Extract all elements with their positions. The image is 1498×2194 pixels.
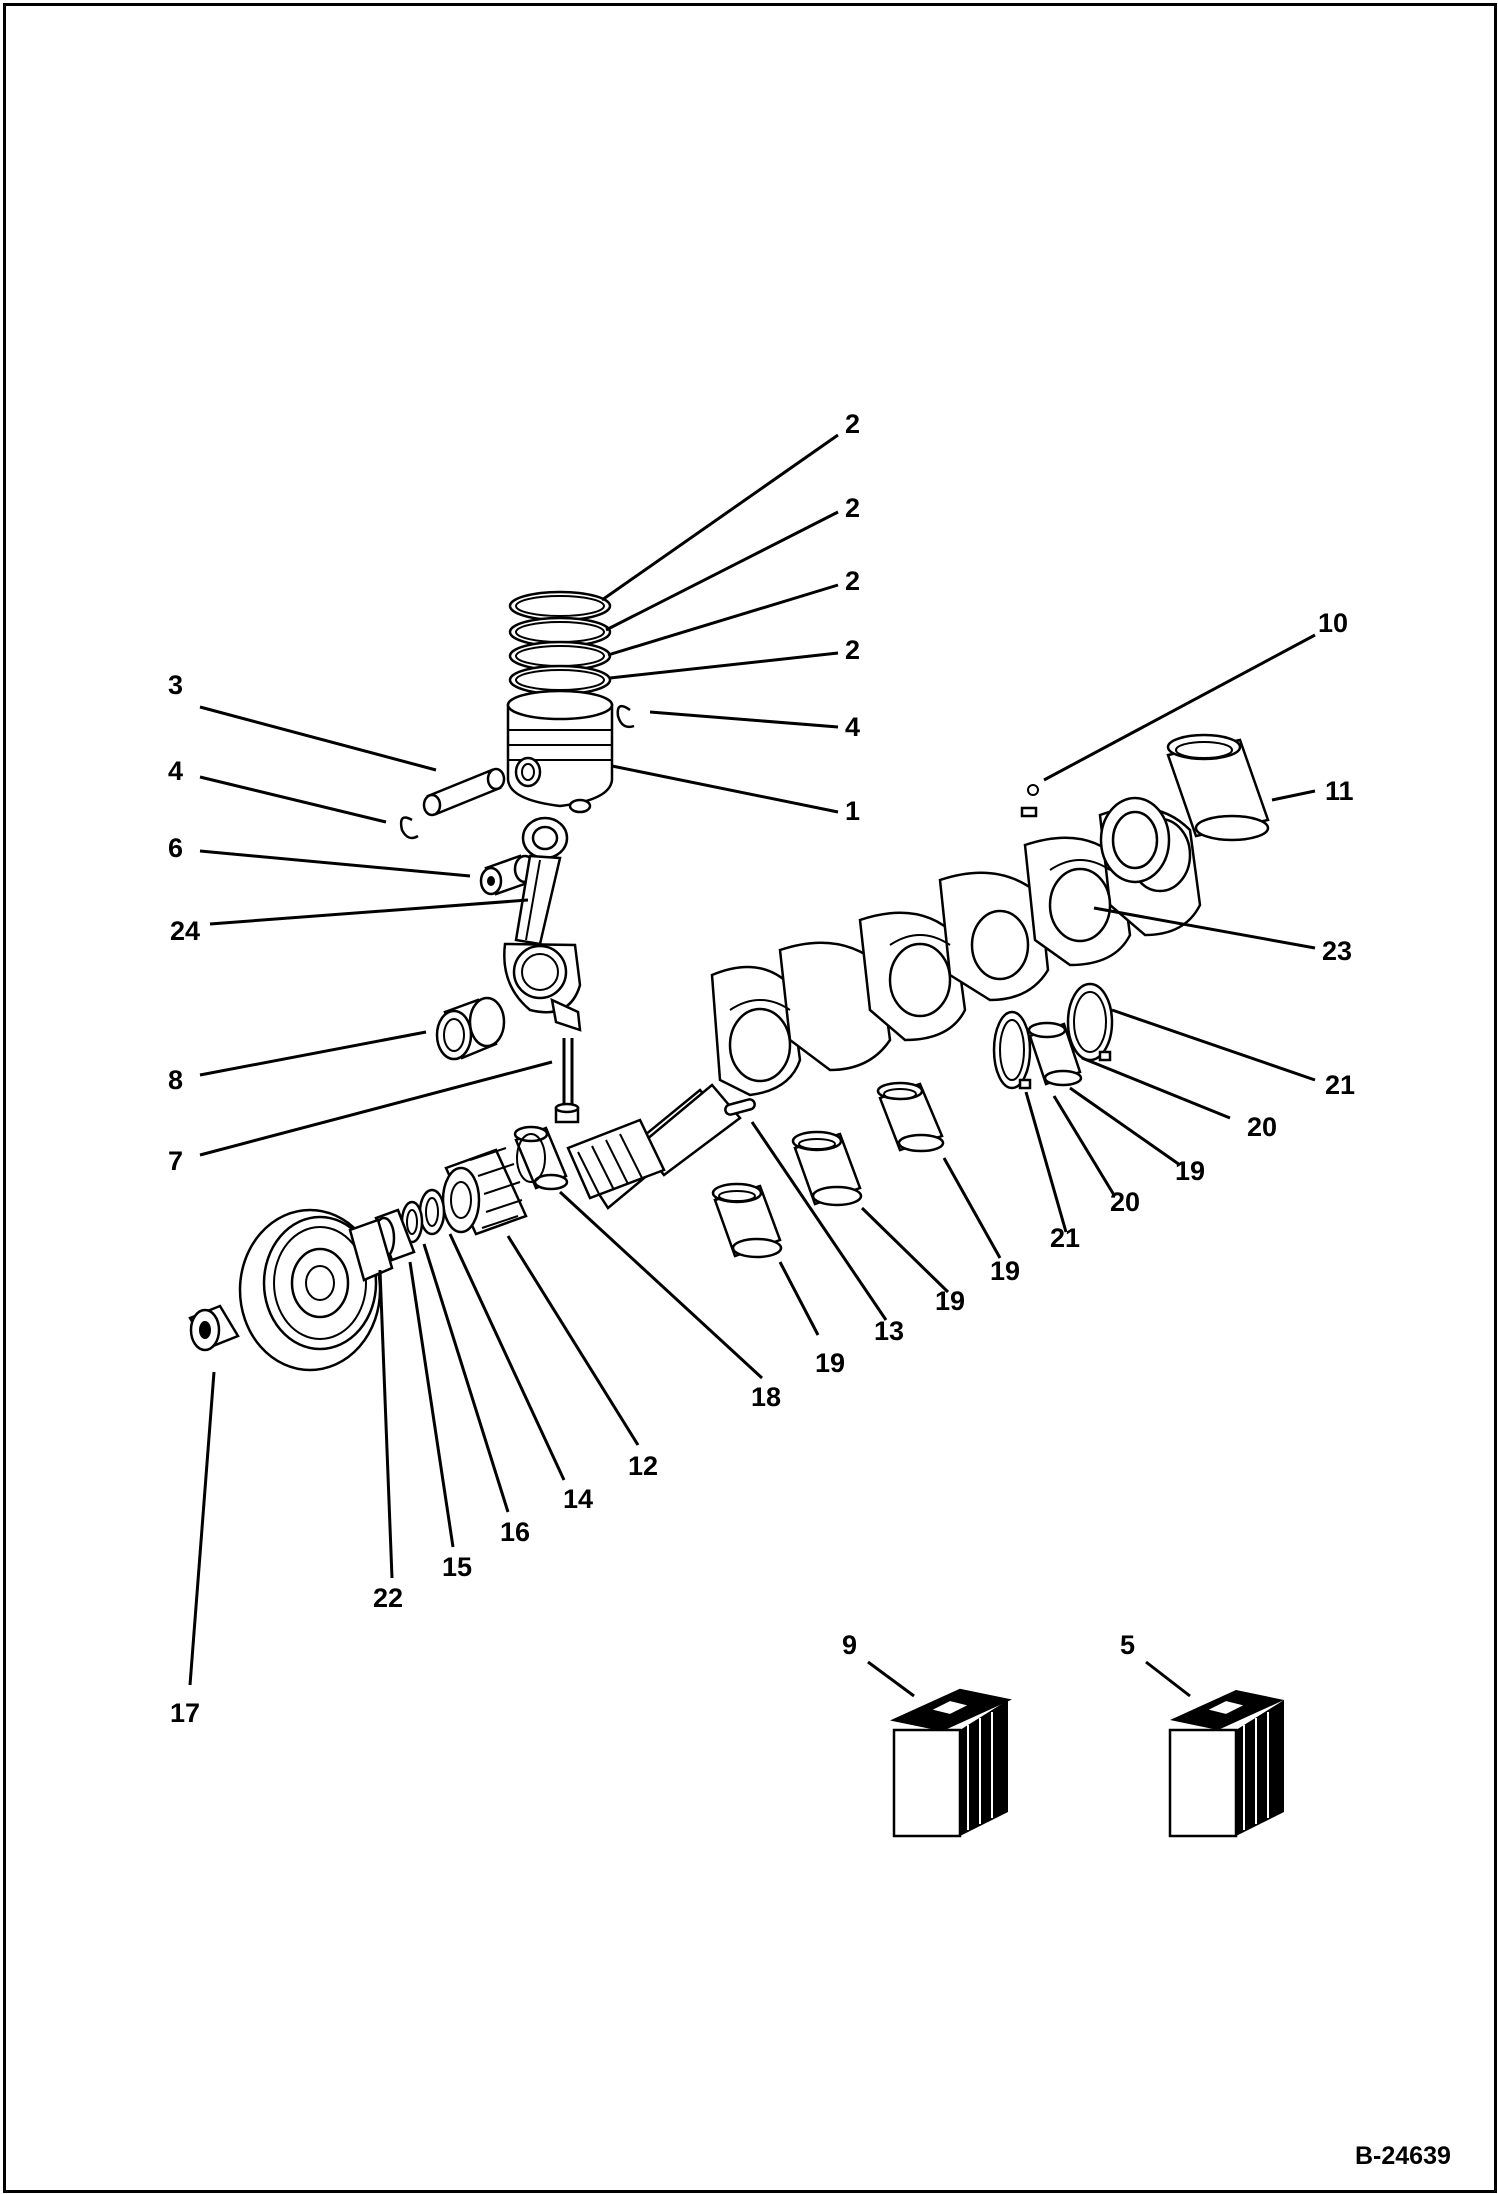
drawing-id: B-24639 (1355, 2142, 1451, 2170)
callout-label: 21 (1050, 1223, 1080, 1253)
callout-label: 4 (168, 756, 183, 786)
callout-label: 20 (1110, 1187, 1140, 1217)
main-bearing-rear-illustration (1027, 1021, 1083, 1087)
callout-label: 3 (168, 670, 183, 700)
callout-label: 8 (168, 1065, 183, 1095)
callout-label: 23 (1322, 936, 1352, 966)
callout-label: 24 (170, 916, 200, 946)
leader-lines (188, 433, 1316, 1698)
front-bearing-illustration (513, 1125, 569, 1191)
spacer-ring-illustration (418, 1188, 446, 1236)
callout-label: 15 (442, 1552, 472, 1582)
callout-label: 13 (874, 1316, 904, 1346)
callout-label: 9 (842, 1630, 857, 1660)
rod-bearing-illustration (435, 996, 506, 1061)
piston-ring-kit-box-illustration (1168, 1690, 1284, 1838)
rod-bolt-illustration (554, 1038, 580, 1124)
callout-labels: 2 2 2 2 3 4 4 1 6 24 8 7 10 11 23 21 20 … (168, 409, 1355, 1728)
callout-label: 5 (1120, 1630, 1135, 1660)
callout-label: 4 (845, 712, 860, 742)
callout-label: 16 (500, 1517, 530, 1547)
callout-label: 6 (168, 833, 183, 863)
main-bearing-front-illustration (711, 1182, 783, 1259)
callout-label: 18 (751, 1382, 781, 1412)
piston-pin-illustration (422, 767, 506, 817)
callout-label: 22 (373, 1583, 403, 1613)
callout-label: 19 (935, 1286, 965, 1316)
main-bearing-center-illustration (791, 1130, 863, 1207)
callout-label: 12 (628, 1451, 658, 1481)
callout-label: 14 (563, 1484, 593, 1514)
callout-label: 2 (845, 493, 860, 523)
callout-label: 1 (845, 796, 860, 826)
snap-ring-right-illustration (616, 704, 635, 729)
callout-label: 2 (845, 635, 860, 665)
piston-illustration (506, 689, 614, 814)
callout-label: 17 (170, 1698, 200, 1728)
main-bearing-middle-illustration (876, 1081, 945, 1153)
callout-label: 19 (990, 1256, 1020, 1286)
bearing-kit-box-illustration (890, 1688, 1012, 1838)
thrust-washer-left-illustration (992, 1010, 1032, 1090)
front-shaft-splines-illustration (566, 1118, 666, 1200)
callout-label: 21 (1325, 1070, 1355, 1100)
crank-gear-illustration (441, 1147, 528, 1236)
callout-label: 20 (1247, 1112, 1277, 1142)
callout-label: 7 (168, 1146, 183, 1176)
callout-label: 11 (1325, 776, 1354, 806)
connecting-rod-illustration (503, 816, 582, 1032)
crankshaft-pin-illustration (1020, 784, 1039, 818)
key-illustration (724, 1098, 756, 1116)
callout-label: 2 (845, 409, 860, 439)
crankshaft-illustration (588, 796, 1202, 1210)
piston-rings-illustration (508, 590, 612, 696)
callout-label: 19 (1175, 1156, 1205, 1186)
rear-bearing-sleeve-illustration (1166, 733, 1270, 842)
callout-label: 2 (845, 566, 860, 596)
pulley-nut-illustration (188, 1304, 240, 1352)
snap-ring-left-illustration (399, 816, 419, 840)
callout-label: 19 (815, 1348, 845, 1378)
callout-label: 10 (1318, 608, 1348, 638)
crank-pulley-illustration (238, 1208, 394, 1372)
thrust-washer-right-illustration (1066, 982, 1114, 1062)
